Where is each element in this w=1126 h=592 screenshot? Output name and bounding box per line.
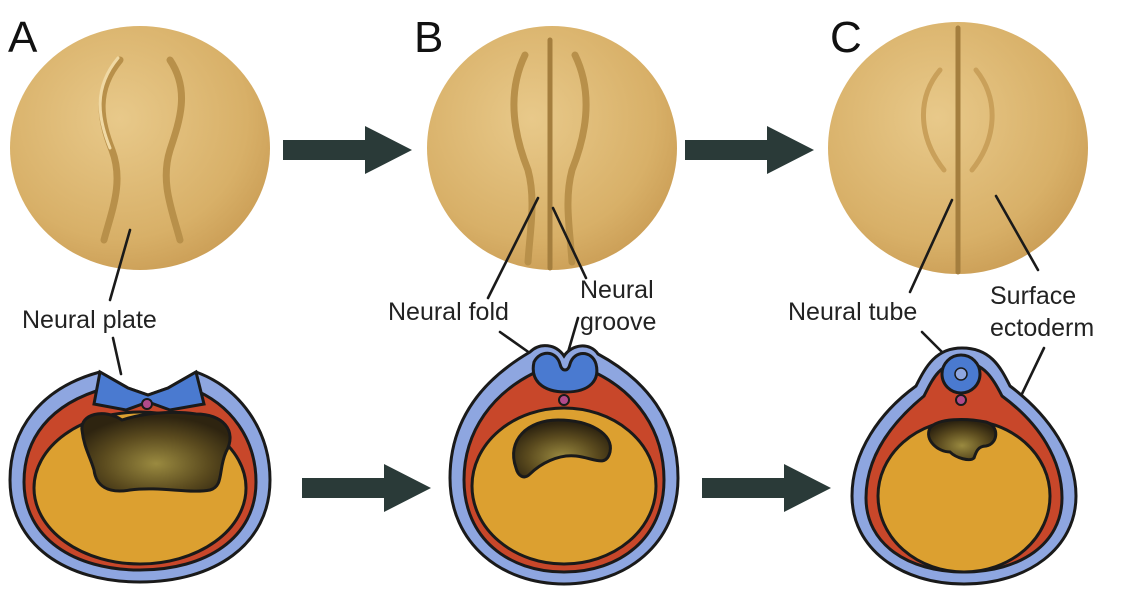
cross-section-c <box>852 348 1076 584</box>
notochord-a <box>142 399 152 409</box>
label-surface-ectoderm-line1: Surface <box>990 282 1076 310</box>
label-neural-groove-line1: Neural <box>580 276 654 304</box>
arrow-b-c-top <box>685 126 814 174</box>
leader-neural-plate-bottom <box>113 338 121 374</box>
notochord-b <box>559 395 569 405</box>
panel-letter-c: C <box>830 13 862 62</box>
cross-section-a <box>10 372 270 582</box>
label-neural-tube: Neural tube <box>788 298 917 326</box>
embryo-top-view-b <box>427 26 677 270</box>
arrow-b-c-bottom <box>702 464 831 512</box>
panel-c: C Neural tube Surface ectoderm <box>788 13 1094 584</box>
neural-tube-lumen <box>955 368 967 380</box>
embryo-top-view-a <box>10 26 270 270</box>
cross-section-b <box>450 346 678 584</box>
panel-letter-b: B <box>414 13 443 62</box>
panel-a: A Neural plate <box>8 13 270 582</box>
arrow-a-b-bottom <box>302 464 431 512</box>
cavity-a <box>82 412 230 491</box>
label-neural-fold: Neural fold <box>388 298 509 326</box>
label-neural-groove-line2: groove <box>580 308 656 336</box>
panel-letter-a: A <box>8 13 38 62</box>
embryo-top-view-c <box>828 22 1088 274</box>
notochord-c <box>956 395 966 405</box>
arrow-a-b-top <box>283 126 412 174</box>
leader-surface-ectoderm-bottom <box>1020 348 1044 398</box>
label-neural-plate: Neural plate <box>22 306 157 334</box>
embryo-surface-a <box>10 26 270 270</box>
label-surface-ectoderm-line2: ectoderm <box>990 314 1094 342</box>
panel-b: B Neural fold Neural groove <box>388 13 678 584</box>
